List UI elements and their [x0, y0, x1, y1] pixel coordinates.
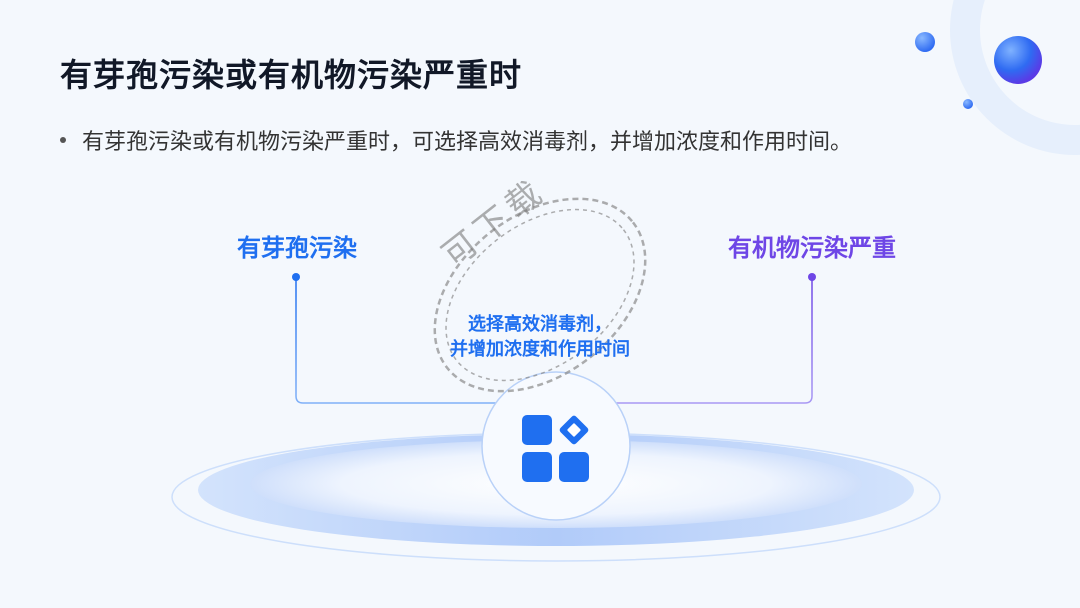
- apps-grid-icon: [522, 415, 589, 482]
- bullet-text: 有芽孢污染或有机物污染严重时，可选择高效消毒剂，并增加浓度和作用时间。: [82, 130, 853, 155]
- center-text-line1: 选择高效消毒剂，: [468, 314, 612, 335]
- left-label: 有芽孢污染: [237, 234, 357, 262]
- tiny-orb-decoration: [963, 99, 973, 109]
- center-text: 选择高效消毒剂， 并增加浓度和作用时间: [420, 312, 660, 362]
- left-connector-dot: [292, 273, 300, 281]
- small-orb-decoration: [915, 32, 935, 52]
- right-connector-line: [600, 277, 813, 404]
- center-circle: [481, 371, 631, 521]
- bullet-dot: [60, 137, 66, 143]
- center-text-line2: 并增加浓度和作用时间: [450, 339, 630, 360]
- right-connector-dot: [808, 273, 816, 281]
- page-title: 有芽孢污染或有机物污染严重时: [60, 56, 523, 94]
- bullet-item: 有芽孢污染或有机物污染严重时，可选择高效消毒剂，并增加浓度和作用时间。: [60, 124, 852, 156]
- large-orb-decoration: [994, 36, 1042, 84]
- right-label: 有机物污染严重: [728, 234, 896, 262]
- left-connector-line: [295, 277, 520, 404]
